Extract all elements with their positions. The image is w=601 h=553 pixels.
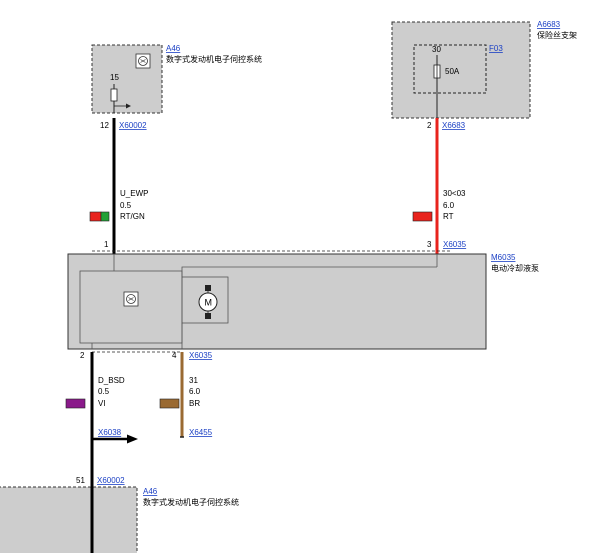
fuse-pin-number: 30 — [432, 45, 441, 54]
a46-top-link[interactable]: A46 — [166, 44, 181, 53]
wire-d-bsd-signal: D_BSD — [98, 376, 125, 385]
a46-bottom-component: A46 数字式发动机电子伺控系统 — [0, 486, 239, 553]
wire-30-swatch — [412, 211, 433, 222]
x6038-branch: X6038 — [92, 428, 138, 444]
a6683-link[interactable]: A6683 — [537, 20, 561, 29]
x60002-bottom-link[interactable]: X60002 — [97, 476, 125, 485]
x6035-bottom-link[interactable]: X6035 — [189, 351, 213, 360]
wire-30-signal: 30<03 — [443, 189, 466, 198]
m6035-desc: 电动冷却液泵 — [491, 263, 539, 273]
motor-block — [181, 276, 229, 324]
x6035-top-link[interactable]: X6035 — [443, 240, 467, 249]
x6035-pin-1: 1 — [104, 240, 109, 249]
x6035-pin-2: 2 — [80, 351, 85, 360]
wire-d-bsd-swatch — [65, 398, 86, 409]
wire-u-ewp: U_EWP 0.5 RT/GN — [89, 118, 148, 254]
a46-top-internal-circuit — [110, 84, 131, 113]
wire-30-color-code: RT — [443, 212, 454, 221]
a46-bottom-box — [0, 486, 138, 553]
motor-icon: M — [198, 285, 218, 319]
motor-symbol: M — [205, 298, 213, 308]
x60002-bottom-pin: 51 — [76, 476, 85, 485]
m6035-component: M M6035 电动冷却液泵 — [67, 253, 539, 350]
wire-31-size: 6.0 — [189, 387, 201, 396]
internal-wire-supply — [181, 266, 437, 277]
a46-bottom-link[interactable]: A46 — [143, 487, 158, 496]
a6683-desc: 保险丝支架 — [537, 30, 577, 40]
wire-u-ewp-size: 0.5 — [120, 201, 132, 210]
fuse-icon — [433, 55, 441, 118]
f03-link[interactable]: F03 — [489, 44, 503, 53]
f03-fuse-box — [413, 44, 487, 94]
x6455-link[interactable]: X6455 — [189, 428, 213, 437]
x60002-top-link[interactable]: X60002 — [119, 121, 147, 130]
wire-d-bsd-color-code: VI — [98, 399, 106, 408]
x6038-link[interactable]: X6038 — [98, 428, 122, 437]
wire-u-ewp-signal: U_EWP — [120, 189, 148, 198]
a46-top-box — [91, 44, 163, 114]
pump-control-icon — [123, 291, 139, 307]
wire-u-ewp-swatch-red — [89, 211, 102, 222]
ecu-icon — [135, 53, 151, 69]
a46-top-desc: 数字式发动机电子伺控系统 — [166, 54, 262, 64]
wire-31-color-code: BR — [189, 399, 200, 408]
x6683-link[interactable]: X6683 — [442, 121, 466, 130]
m6035-link[interactable]: M6035 — [491, 253, 516, 262]
a6683-component: 30 F03 50A A6683 保险丝支架 — [391, 20, 577, 119]
x6035-pin-4: 4 — [172, 351, 177, 360]
x6683-pin: 2 — [427, 121, 432, 130]
a6683-box — [391, 21, 531, 119]
a46-top-component: 15 A46 数字式发动机电子伺控系统 — [91, 44, 262, 114]
wire-31-swatch — [159, 398, 180, 409]
wire-u-ewp-swatch-green — [100, 211, 110, 222]
wire-u-ewp-color-code: RT/GN — [120, 212, 145, 221]
wire-31: 31 6.0 BR X6455 — [159, 352, 213, 438]
wire-30: 30<03 6.0 RT — [412, 118, 466, 254]
x60002-top-pin: 12 — [100, 121, 109, 130]
a46-top-pin-number: 15 — [110, 73, 119, 82]
a46-bottom-desc: 数字式发动机电子伺控系统 — [143, 497, 239, 507]
wire-d-bsd-size: 0.5 — [98, 387, 110, 396]
fuse-rating: 50A — [445, 67, 460, 76]
x6038-arrow-icon — [127, 434, 138, 444]
wire-31-signal: 31 — [189, 376, 198, 385]
pump-ecu-block — [79, 270, 183, 344]
wire-30-size: 6.0 — [443, 201, 455, 210]
x6035-pin-3: 3 — [427, 240, 432, 249]
